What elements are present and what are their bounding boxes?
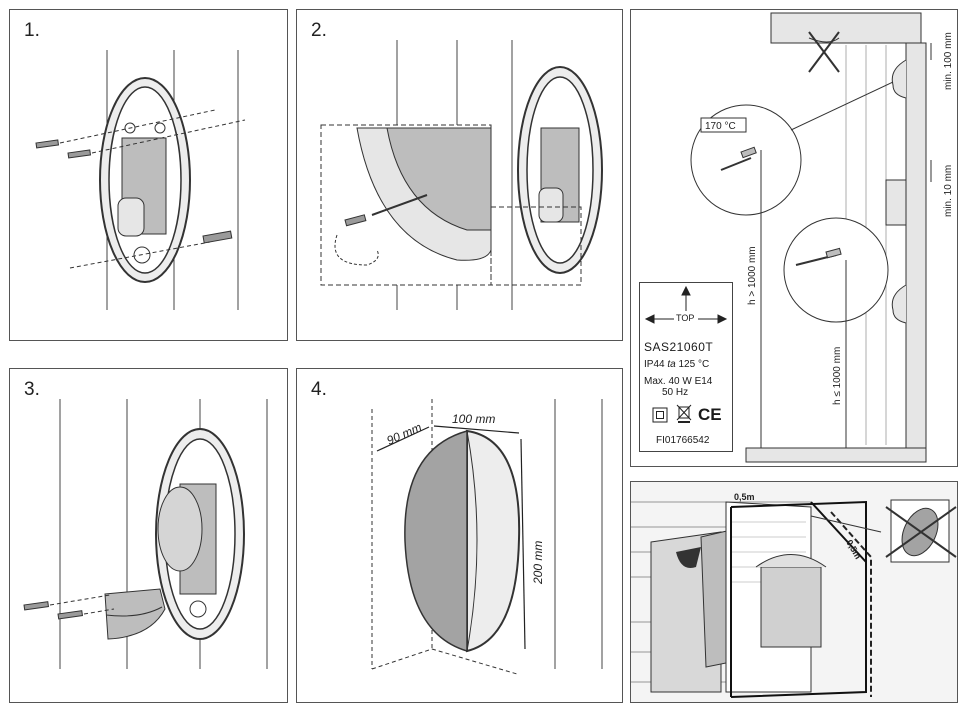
rating-line: IP44 ta 125 °C	[644, 359, 709, 370]
lamp-dome	[404, 429, 521, 653]
step-1-number: 1.	[24, 20, 40, 41]
max-wattage: Max. 40 W E14	[644, 376, 713, 387]
ip-rating: IP44	[644, 359, 665, 370]
step-2-number: 2.	[311, 20, 327, 41]
heater-distance-a: 0,5m	[734, 492, 755, 502]
lamp-base-detail	[517, 66, 603, 274]
orientation-arrows	[644, 285, 728, 324]
depth-dimension: 90 mm	[385, 420, 424, 448]
ce-mark: CE	[698, 405, 722, 424]
weee-bin-icon	[676, 404, 692, 423]
temperature-label: 170 °C	[705, 121, 736, 132]
step-2-illustration	[320, 40, 603, 310]
screws	[35, 139, 233, 244]
model-number: SAS21060T	[644, 340, 714, 354]
step-1-illustration	[35, 50, 246, 310]
ta-symbol: ta	[667, 359, 676, 370]
cover-clip	[104, 588, 166, 640]
max-temp: 125 °C	[678, 359, 710, 370]
height-dimension: 200 mm	[531, 541, 545, 585]
top-label: TOP	[676, 313, 695, 323]
zoom-detail	[320, 124, 582, 286]
heater-panel: 0,5m 0,5m	[630, 481, 958, 703]
step-4-number: 4.	[311, 379, 327, 400]
step-2-panel: 2.	[296, 9, 623, 341]
step-3-panel: 3.	[9, 368, 288, 703]
step-3-illustration	[23, 399, 268, 669]
product-code: FI01766542	[656, 435, 710, 446]
rating-label: TOP SAS21060T IP44 ta 125 °C Max. 40 W E…	[639, 282, 733, 452]
ceiling-clearance-label: min. 100 mm	[943, 32, 954, 90]
frequency: 50 Hz	[662, 387, 689, 398]
side-clearance-label: min. 10 mm	[943, 165, 954, 217]
dimension-lines	[376, 425, 526, 650]
height-above-label: h > 1000 mm	[747, 246, 758, 305]
step-1-panel: 1.	[9, 9, 288, 341]
width-dimension: 100 mm	[452, 412, 495, 426]
class-ii-icon	[652, 407, 668, 423]
step-3-number: 3.	[24, 379, 40, 400]
step-4-illustration: 90 mm 100 mm 200 mm	[371, 399, 603, 675]
clearance-illustration: 170 °C h > 1000 mm h ≤ 1000 mm min. 100 …	[690, 12, 954, 463]
step-4-panel: 90 mm 100 mm 200 mm 4.	[296, 368, 623, 703]
height-below-label: h ≤ 1000 mm	[832, 347, 843, 405]
clearance-panel: 170 °C h > 1000 mm h ≤ 1000 mm min. 100 …	[630, 9, 958, 467]
lamp-base	[99, 77, 191, 283]
lamp-with-bulb	[155, 428, 245, 640]
heater-illustration: 0,5m 0,5m	[631, 482, 957, 702]
